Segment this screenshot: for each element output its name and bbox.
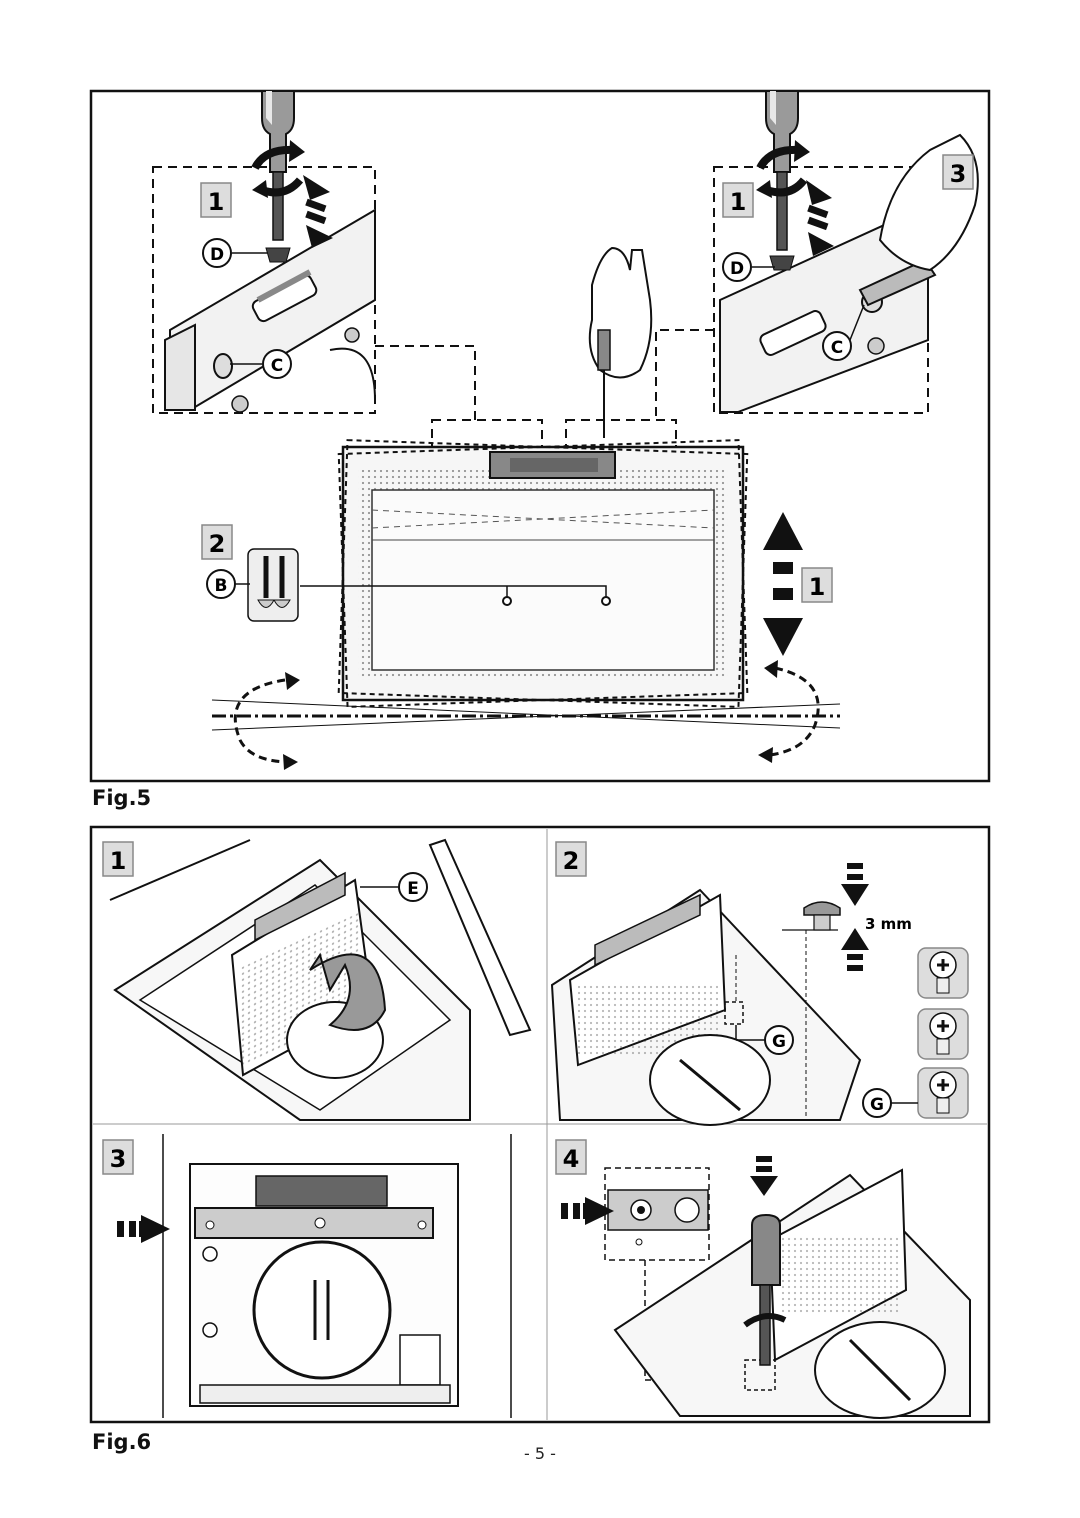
svg-text:D: D [210, 245, 224, 265]
callout-g: G [735, 1025, 794, 1055]
gap-measure: 3 mm [865, 915, 912, 933]
screw-g-icon [917, 1008, 969, 1060]
step-badge-1: 1 [801, 567, 833, 603]
svg-text:D: D [730, 259, 744, 279]
svg-text:2: 2 [209, 530, 226, 558]
screwdriver-icon [743, 1213, 787, 1366]
figure-caption: Fig.5 [92, 786, 152, 810]
hand-screwdriver-icon [588, 246, 653, 438]
fig6-panel-3 [162, 1134, 512, 1418]
rotation-arrow-icon [756, 140, 810, 198]
svg-text:E: E [407, 879, 419, 899]
fig6-panel-1 [109, 838, 532, 1121]
screws-b-icon [247, 548, 299, 622]
svg-text:1: 1 [110, 847, 127, 875]
svg-text:2: 2 [563, 847, 580, 875]
step-badge-2: 2 [555, 841, 587, 877]
svg-text:G: G [870, 1095, 884, 1115]
callout-d: D [202, 238, 268, 268]
page-number: - 5 - [524, 1444, 556, 1463]
step-badge-3: 3 [102, 1139, 134, 1175]
svg-text:1: 1 [208, 188, 225, 216]
down-arrow-icon [750, 1156, 778, 1196]
swing-arrows [233, 666, 820, 764]
step-badge-2: 2 [201, 524, 233, 560]
step-badge-4: 4 [555, 1139, 587, 1175]
svg-text:G: G [772, 1032, 786, 1052]
up-down-arrow-icon [806, 180, 834, 256]
figure-caption: Fig.6 [92, 1430, 152, 1454]
right-arrow-icon [117, 1215, 170, 1243]
svg-text:C: C [831, 338, 843, 358]
callout-e: E [360, 872, 428, 902]
svg-text:3: 3 [110, 1145, 127, 1173]
up-arrow-icon [841, 928, 869, 971]
svg-text:1: 1 [730, 188, 747, 216]
callout-g: G [862, 1088, 918, 1118]
svg-text:3: 3 [950, 160, 967, 188]
callout-b: B [206, 569, 250, 599]
screw-g-icon [917, 947, 969, 999]
step-badge-1: 1 [102, 841, 134, 877]
fig5-detail-left [152, 166, 376, 414]
down-arrow-icon [841, 863, 869, 906]
rotation-arrow-icon [251, 140, 305, 198]
screw-g-icon [917, 1067, 969, 1119]
step-badge-3: 3 [942, 154, 974, 190]
up-down-arrow-icon [303, 175, 333, 248]
step-badge-1: 1 [200, 182, 232, 218]
right-arrow-icon [561, 1197, 614, 1225]
fig6-panel-2 [550, 888, 862, 1126]
fig6-panel-4 [604, 1167, 971, 1419]
callout-c: C [822, 304, 865, 361]
hood-body [300, 439, 749, 708]
vertical-adjust-arrow-icon [763, 512, 803, 656]
svg-text:4: 4 [563, 1145, 580, 1173]
callout-d: D [722, 252, 775, 282]
svg-text:B: B [215, 576, 228, 596]
step-badge-1: 1 [722, 182, 754, 218]
level-lines [211, 699, 841, 731]
callout-c: C [230, 349, 292, 379]
svg-text:C: C [271, 356, 283, 376]
svg-text:1: 1 [809, 573, 826, 601]
swing-arrowheads [283, 660, 778, 770]
